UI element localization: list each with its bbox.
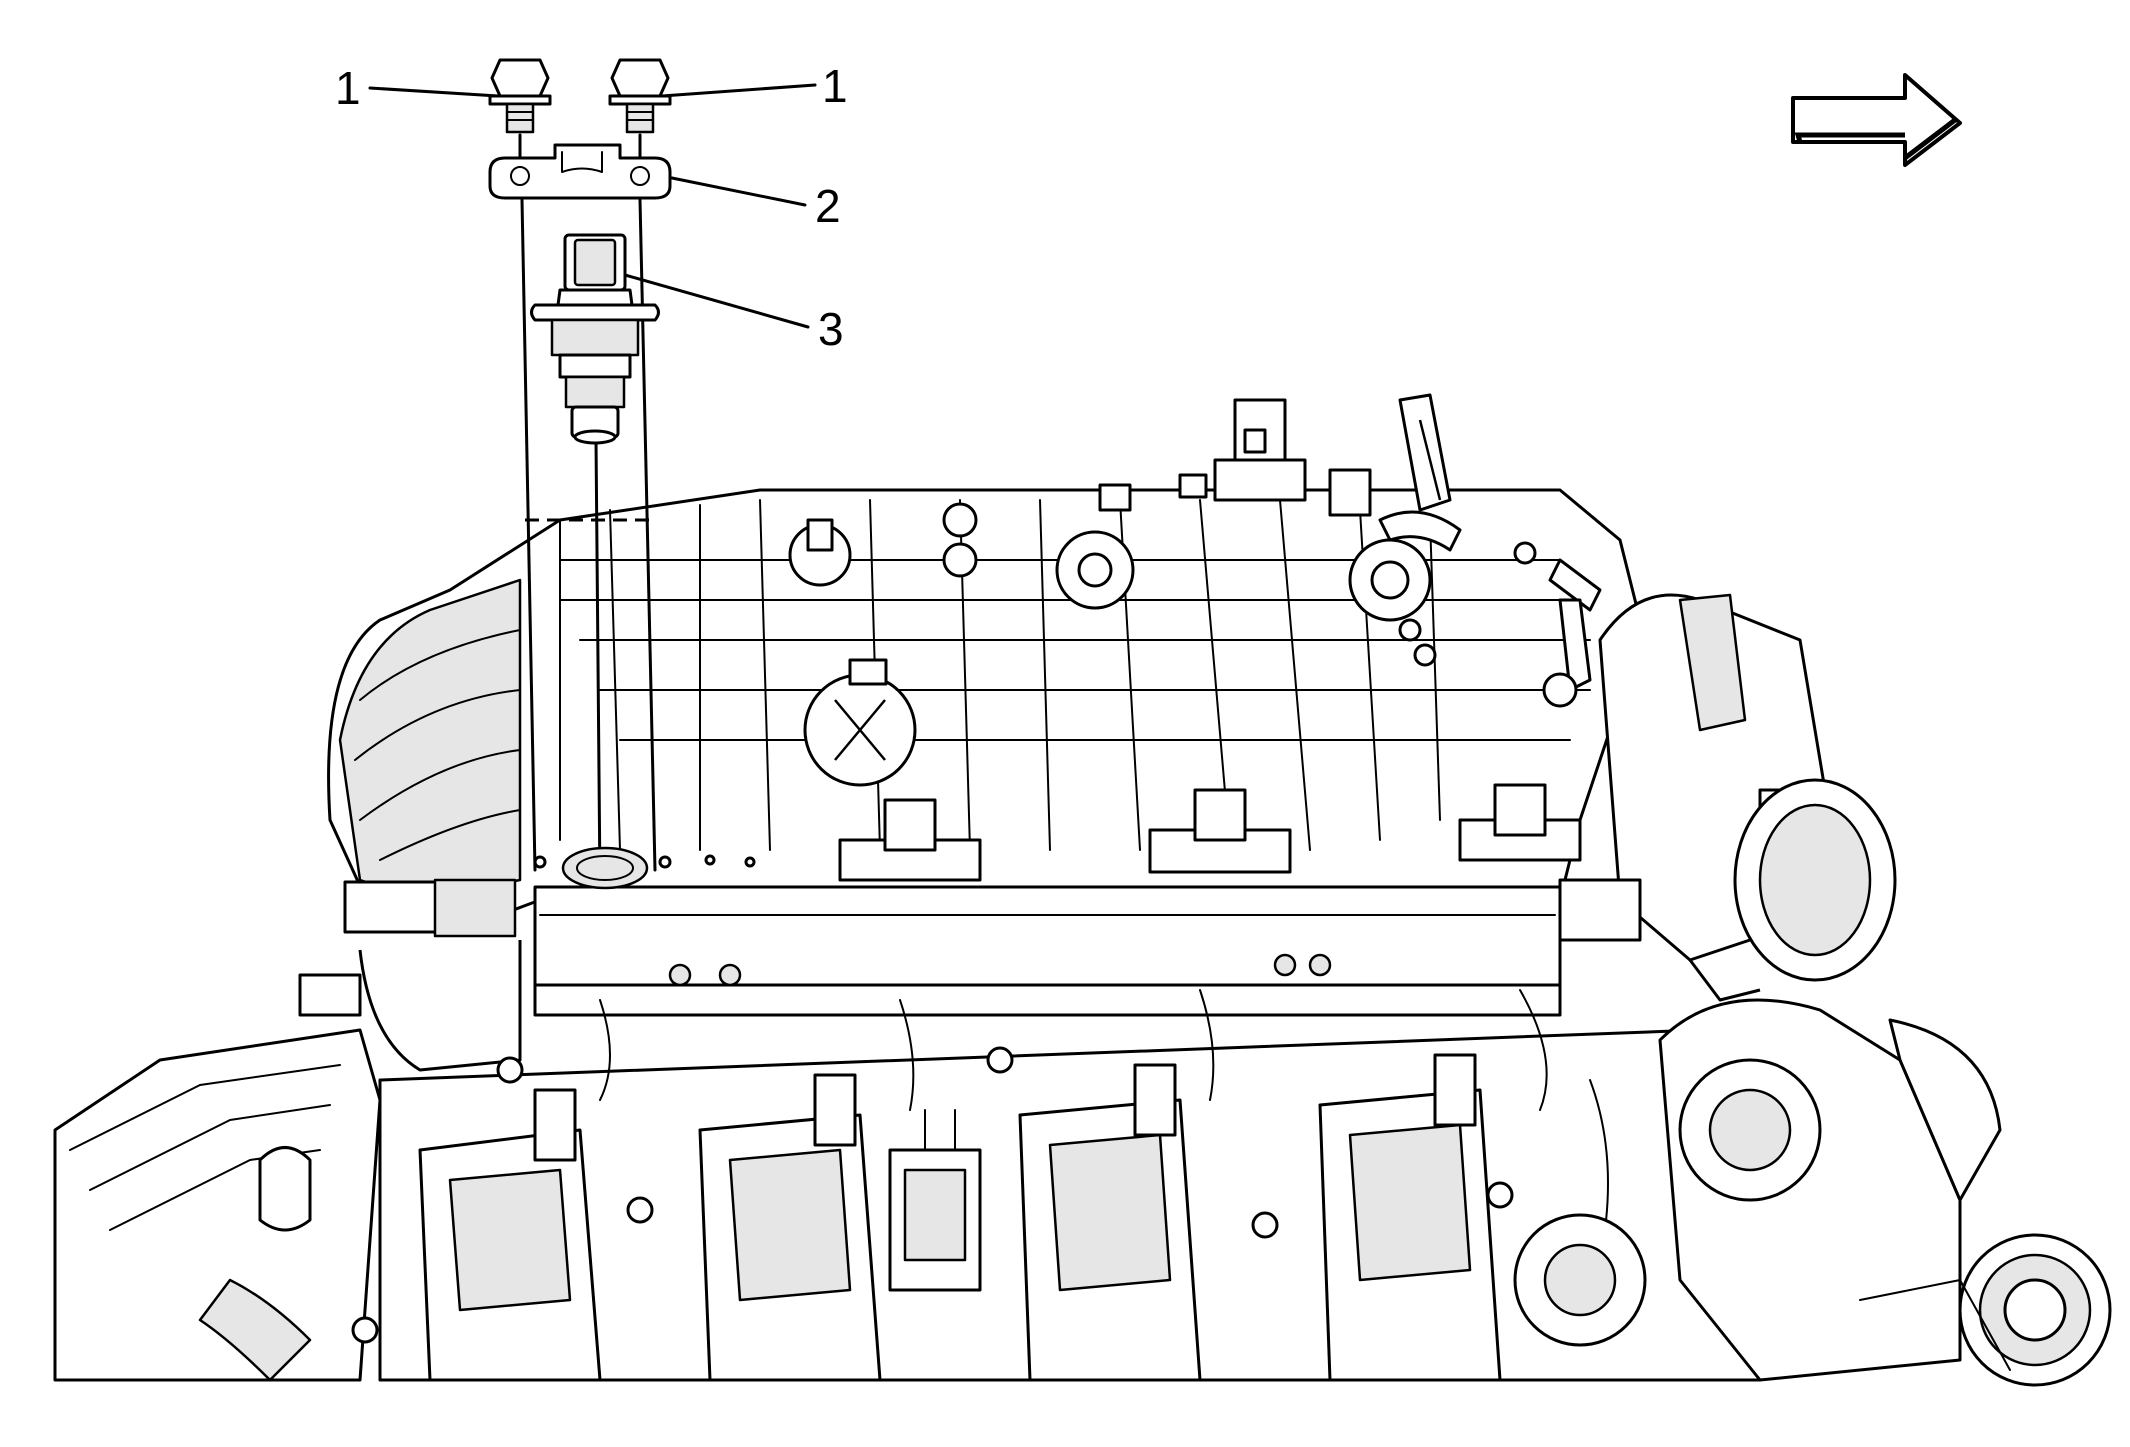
callout-2: 2 [815,180,841,232]
bolt-right [608,58,672,134]
right-arrow-icon [1791,73,1962,167]
fuel-rail [533,783,1642,1017]
callout-leader-3 [623,273,810,329]
callout-1a: 1 [335,62,361,114]
callout-1b: 1 [822,60,848,112]
throttle-body [1598,593,1897,1002]
callouts: 1 1 2 3 [335,60,848,355]
ignition-coil-3 [1018,1063,1202,1382]
callout-leader-1b [660,83,817,98]
callout-3: 3 [818,303,844,355]
callout-leader-1a [368,86,500,98]
callout-leader-2 [670,176,807,207]
exploded-view [488,58,672,890]
ignition-coil-1 [418,1088,602,1382]
top-connectors [1098,393,1462,552]
manifold-inlet-left [298,878,522,1072]
ignition-coil-2 [698,1073,882,1382]
manifold-sensor-clip [803,658,917,787]
lower-engine [351,989,1762,1382]
intake-manifold [327,393,1642,932]
accessory-drive [1513,998,2112,1387]
bolt-left [488,58,552,134]
engine-assembly [53,393,2112,1387]
fuel-injector [530,233,660,445]
injector-retainer-bracket [488,143,672,200]
ignition-coil-4 [1318,1053,1502,1382]
left-transmission-area [53,1028,382,1382]
wiring-connector-center [888,1109,982,1292]
rail-injector-bore [533,846,672,890]
